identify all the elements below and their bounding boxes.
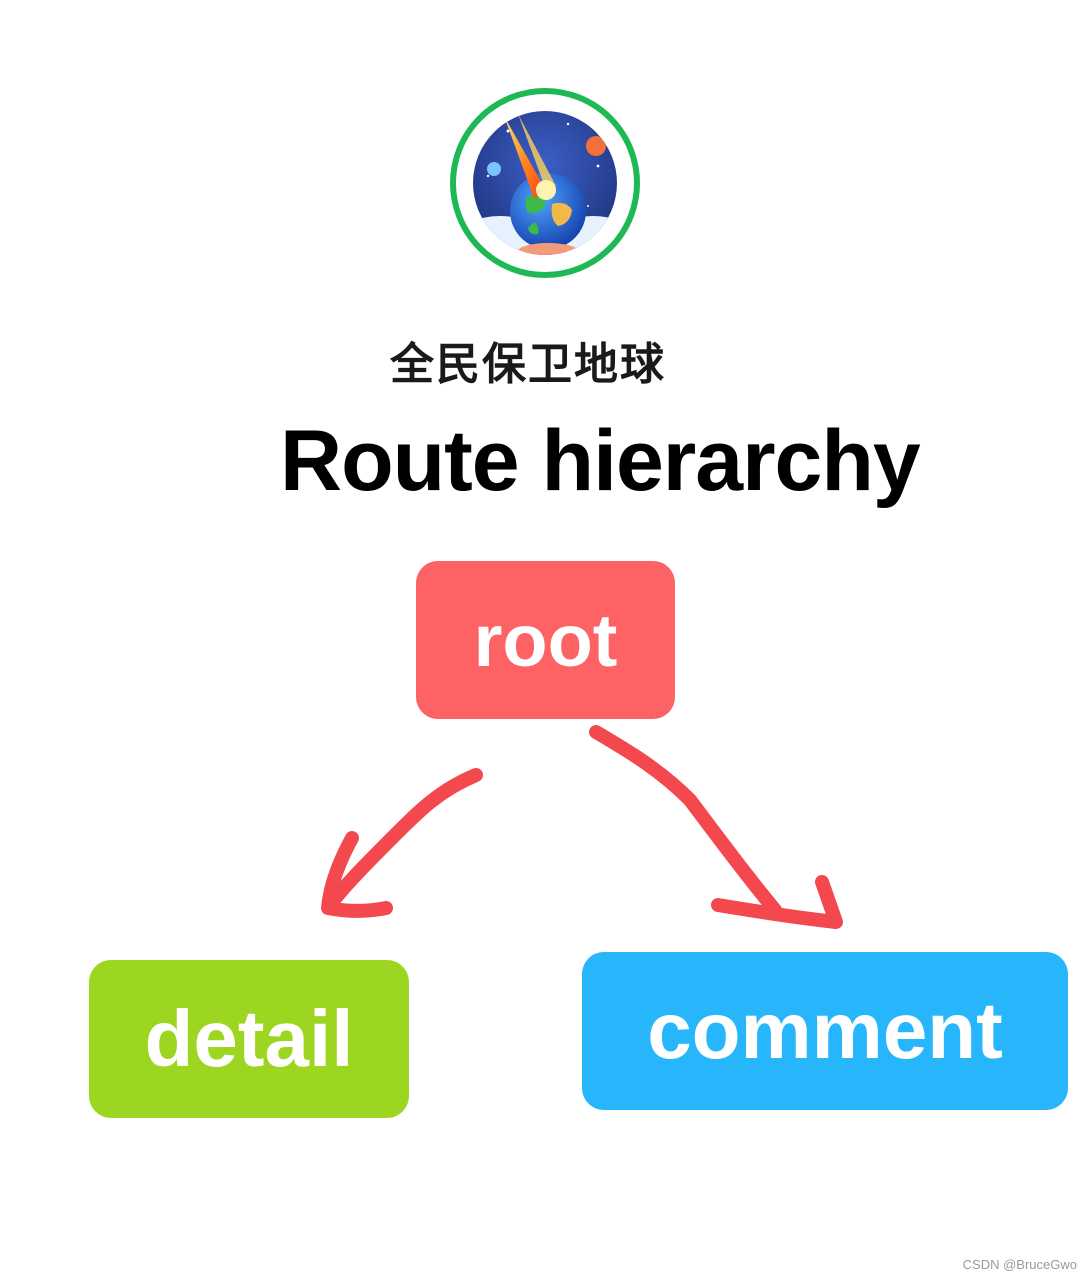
app-name: 全民保卫地球: [390, 339, 666, 390]
node-detail-label: detail: [144, 994, 354, 1083]
arrow-root-to-comment: [589, 725, 782, 917]
node-detail: detail: [89, 960, 409, 1118]
earth-meteor-icon: [450, 88, 640, 278]
node-root-label: root: [473, 598, 618, 682]
app-avatar: [448, 86, 642, 280]
arrowhead-detail: [321, 831, 393, 918]
node-comment-label: comment: [647, 986, 1003, 1075]
node-comment: comment: [582, 952, 1068, 1110]
arrowhead-comment: [711, 875, 843, 929]
node-root: root: [416, 561, 675, 719]
watermark: CSDN @BruceGwo: [962, 1257, 1077, 1272]
page-title: Route hierarchy: [280, 413, 921, 509]
arrow-root-to-detail: [323, 768, 483, 912]
